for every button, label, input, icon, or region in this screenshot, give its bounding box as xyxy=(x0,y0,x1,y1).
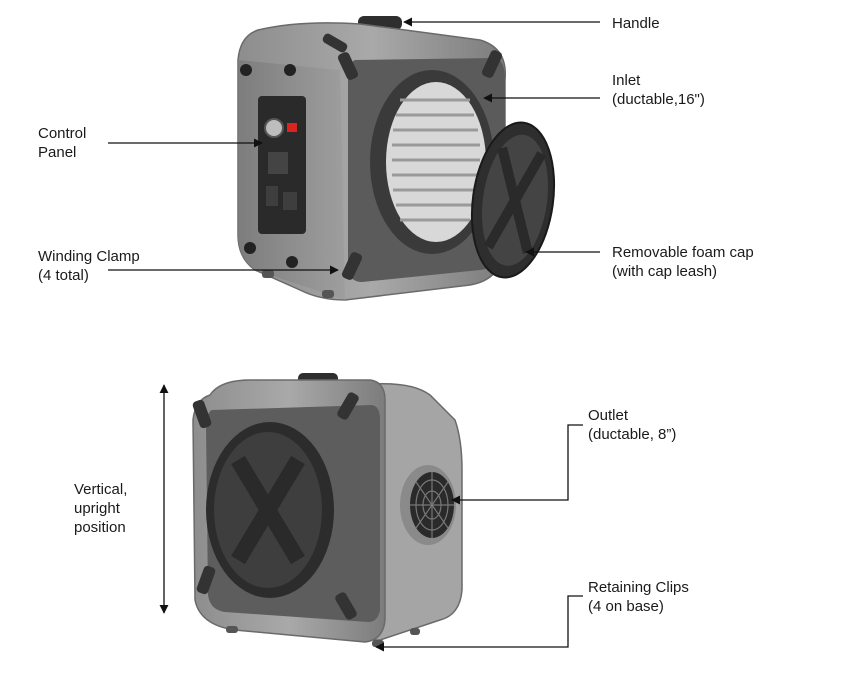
outlet-leader xyxy=(451,424,583,505)
control-label-line1: Control xyxy=(38,125,87,142)
outlet-label-line2: (ductable, 8”) xyxy=(588,426,677,443)
bottom-unit xyxy=(192,373,463,647)
cap-label-line1: Removable foam cap xyxy=(612,244,754,261)
inlet-label-line2: (ductable,16") xyxy=(612,91,705,108)
clamp-label-line2: (4 total) xyxy=(38,267,89,284)
foam-cap-label: Removable foam cap (with cap leash) xyxy=(612,243,754,281)
clamp-bottom-left xyxy=(341,252,363,280)
inlet-label: Inlet (ductable,16") xyxy=(612,71,705,109)
control-label-line2: Panel xyxy=(38,144,77,161)
cap-label-line2: (with cap leash) xyxy=(612,263,718,280)
outlet-label: Outlet (ductable, 8”) xyxy=(588,406,676,444)
clamp-top-left xyxy=(337,52,359,80)
winding-clamp-label: Winding Clamp (4 total) xyxy=(38,247,140,285)
handle-label-text: Handle xyxy=(612,15,660,32)
inlet-label-line1: Inlet xyxy=(612,72,641,89)
clamp-top-right xyxy=(481,50,503,78)
retaining-clips-label: Retaining Clips (4 on base) xyxy=(588,578,689,616)
retaining-clip xyxy=(335,592,357,620)
foam-cap xyxy=(470,121,556,279)
vertical-label-line1: Vertical, xyxy=(74,481,128,498)
vertical-label-line3: position xyxy=(74,519,126,536)
handle-label: Handle xyxy=(612,14,660,33)
clips-label-line1: Retaining Clips xyxy=(588,579,689,596)
top-unit xyxy=(237,16,556,301)
clamp-label-line1: Winding Clamp xyxy=(38,248,140,265)
inlet-filter xyxy=(392,98,480,222)
leader-lines xyxy=(108,17,600,652)
vertical-position-label: Vertical, upright position xyxy=(74,480,127,537)
outlet-label-line1: Outlet xyxy=(588,407,629,424)
clips-leader xyxy=(375,595,583,652)
control-panel-label: Control Panel xyxy=(38,124,86,162)
outlet-grill xyxy=(400,465,456,545)
clips-label-line2: (4 on base) xyxy=(588,598,664,615)
vertical-label-line2: upright xyxy=(74,500,120,517)
